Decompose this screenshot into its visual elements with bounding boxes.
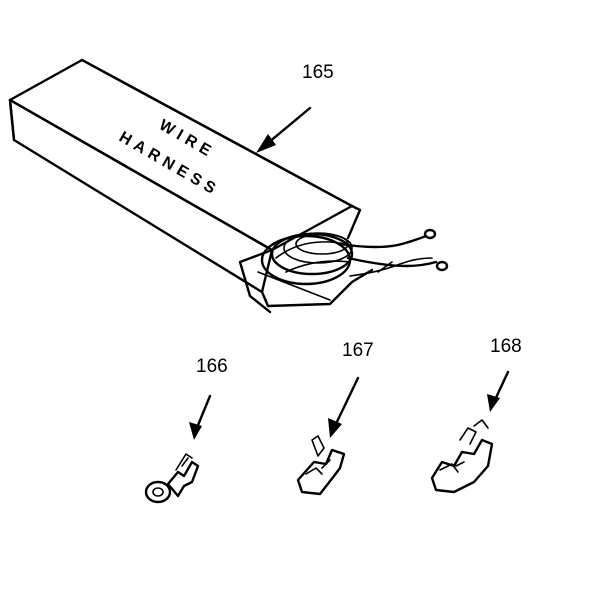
- callout-165-label: 165: [302, 62, 334, 83]
- wire-harness-box: WIRE HARNESS: [8, 58, 449, 314]
- callout-166-arrow: [189, 394, 212, 440]
- callout-166-label: 166: [196, 356, 228, 377]
- female-terminal: [430, 419, 494, 494]
- callout-168-arrow: [487, 370, 510, 412]
- spade-terminal: [296, 435, 346, 496]
- callout-167-arrow: [328, 376, 360, 438]
- callout-165-arrow: [256, 106, 312, 153]
- callout-167-label: 167: [342, 340, 374, 361]
- box-label-line2: HARNESS: [116, 129, 223, 200]
- callout-168-label: 168: [490, 336, 522, 357]
- ring-terminal: [144, 453, 200, 504]
